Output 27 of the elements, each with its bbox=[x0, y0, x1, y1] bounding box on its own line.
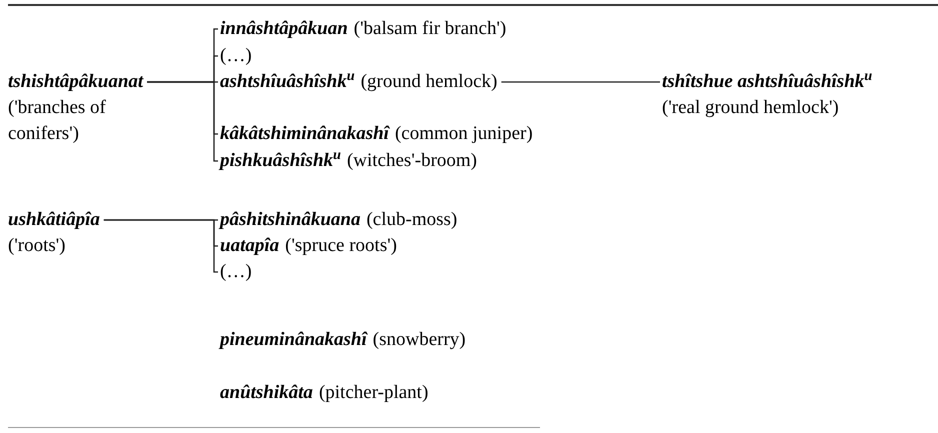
term: anûtshikâta bbox=[220, 382, 313, 403]
gloss: ('real ground hemlock') bbox=[662, 96, 840, 120]
bracket-connector bbox=[104, 219, 218, 273]
gloss: (…) bbox=[220, 261, 252, 282]
gloss: (snowberry) bbox=[372, 329, 466, 350]
gloss: (common juniper) bbox=[394, 123, 533, 144]
term: innâshtâpâkuan bbox=[220, 18, 348, 39]
term: pineuminânakashî bbox=[220, 329, 367, 350]
gloss: (ground hemlock) bbox=[360, 71, 498, 92]
term: pâshitshinâkuana bbox=[220, 209, 360, 230]
term: tshîtshue ashtshîuâshîshk$^{u}$ bbox=[662, 69, 872, 94]
bracket-connector bbox=[147, 81, 218, 162]
gloss: (witches'-broom) bbox=[346, 150, 478, 171]
gloss: ('balsam fir branch') bbox=[354, 18, 506, 39]
gloss: (club-moss) bbox=[366, 209, 458, 230]
gloss: (…) bbox=[220, 45, 252, 66]
term: tshishtâpâkuanat bbox=[8, 70, 143, 94]
gloss: ('spruce roots') bbox=[285, 235, 397, 256]
gloss: (pitcher-plant) bbox=[318, 382, 428, 403]
term: uatapîa bbox=[220, 235, 280, 256]
gloss: ('branches of conifers') bbox=[8, 96, 107, 146]
term: ashtshîuâshîshk$^{u}$ bbox=[220, 71, 355, 92]
bracket-connector bbox=[501, 81, 660, 83]
term: kâkâtshiminânakashî bbox=[220, 123, 389, 144]
term: pishkuâshîshk$^{u}$ bbox=[220, 150, 341, 171]
term: ushkâtiâpîa bbox=[8, 208, 100, 232]
gloss: ('roots') bbox=[8, 234, 67, 258]
